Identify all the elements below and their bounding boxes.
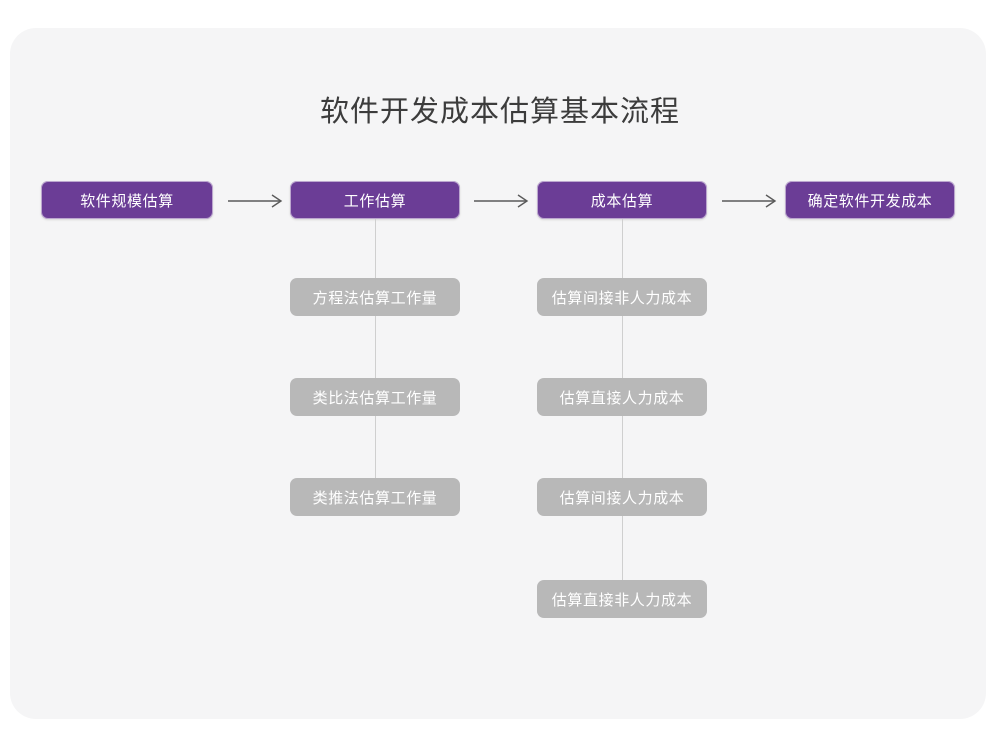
flow-node-software-scale-estimation[interactable]: 软件规模估算: [41, 181, 213, 219]
flow-node-label: 方程法估算工作量: [312, 289, 438, 307]
diagram-panel: [10, 28, 986, 719]
connector-line: [375, 316, 376, 379]
flow-node-label: 软件规模估算: [80, 192, 174, 210]
flow-node-determine-development-cost[interactable]: 确定软件开发成本: [785, 181, 955, 219]
flow-node-label: 估算间接人力成本: [559, 489, 685, 507]
flow-node-indirect-labor-cost[interactable]: 估算间接人力成本: [537, 478, 707, 516]
flow-node-label: 类比法估算工作量: [312, 389, 438, 407]
connector-line: [622, 516, 623, 581]
flow-node-deduction-method-effort[interactable]: 类推法估算工作量: [290, 478, 460, 516]
flow-node-direct-nonlabor-cost[interactable]: 估算直接非人力成本: [537, 580, 707, 618]
flow-node-label: 估算间接非人力成本: [551, 289, 693, 307]
connector-line: [622, 219, 623, 279]
flow-node-equation-method-effort[interactable]: 方程法估算工作量: [290, 278, 460, 316]
flow-node-label: 成本估算: [590, 192, 654, 210]
flow-node-label: 估算直接非人力成本: [551, 591, 693, 609]
arrow-right-icon: [228, 193, 288, 209]
page-title: 软件开发成本估算基本流程: [319, 96, 680, 128]
connector-line: [375, 416, 376, 479]
connector-line: [622, 316, 623, 379]
flow-node-label: 类推法估算工作量: [312, 489, 438, 507]
flow-node-indirect-nonlabor-cost[interactable]: 估算间接非人力成本: [537, 278, 707, 316]
connector-line: [622, 416, 623, 479]
arrow-right-icon: [474, 193, 534, 209]
arrow-right-icon: [722, 193, 782, 209]
flow-node-label: 估算直接人力成本: [559, 389, 685, 407]
connector-line: [375, 219, 376, 279]
flow-node-label: 确定软件开发成本: [807, 192, 933, 210]
flow-node-effort-estimation[interactable]: 工作估算: [290, 181, 460, 219]
flow-node-analogy-method-effort[interactable]: 类比法估算工作量: [290, 378, 460, 416]
flow-node-direct-labor-cost[interactable]: 估算直接人力成本: [537, 378, 707, 416]
flow-node-cost-estimation[interactable]: 成本估算: [537, 181, 707, 219]
flow-node-label: 工作估算: [343, 192, 407, 210]
